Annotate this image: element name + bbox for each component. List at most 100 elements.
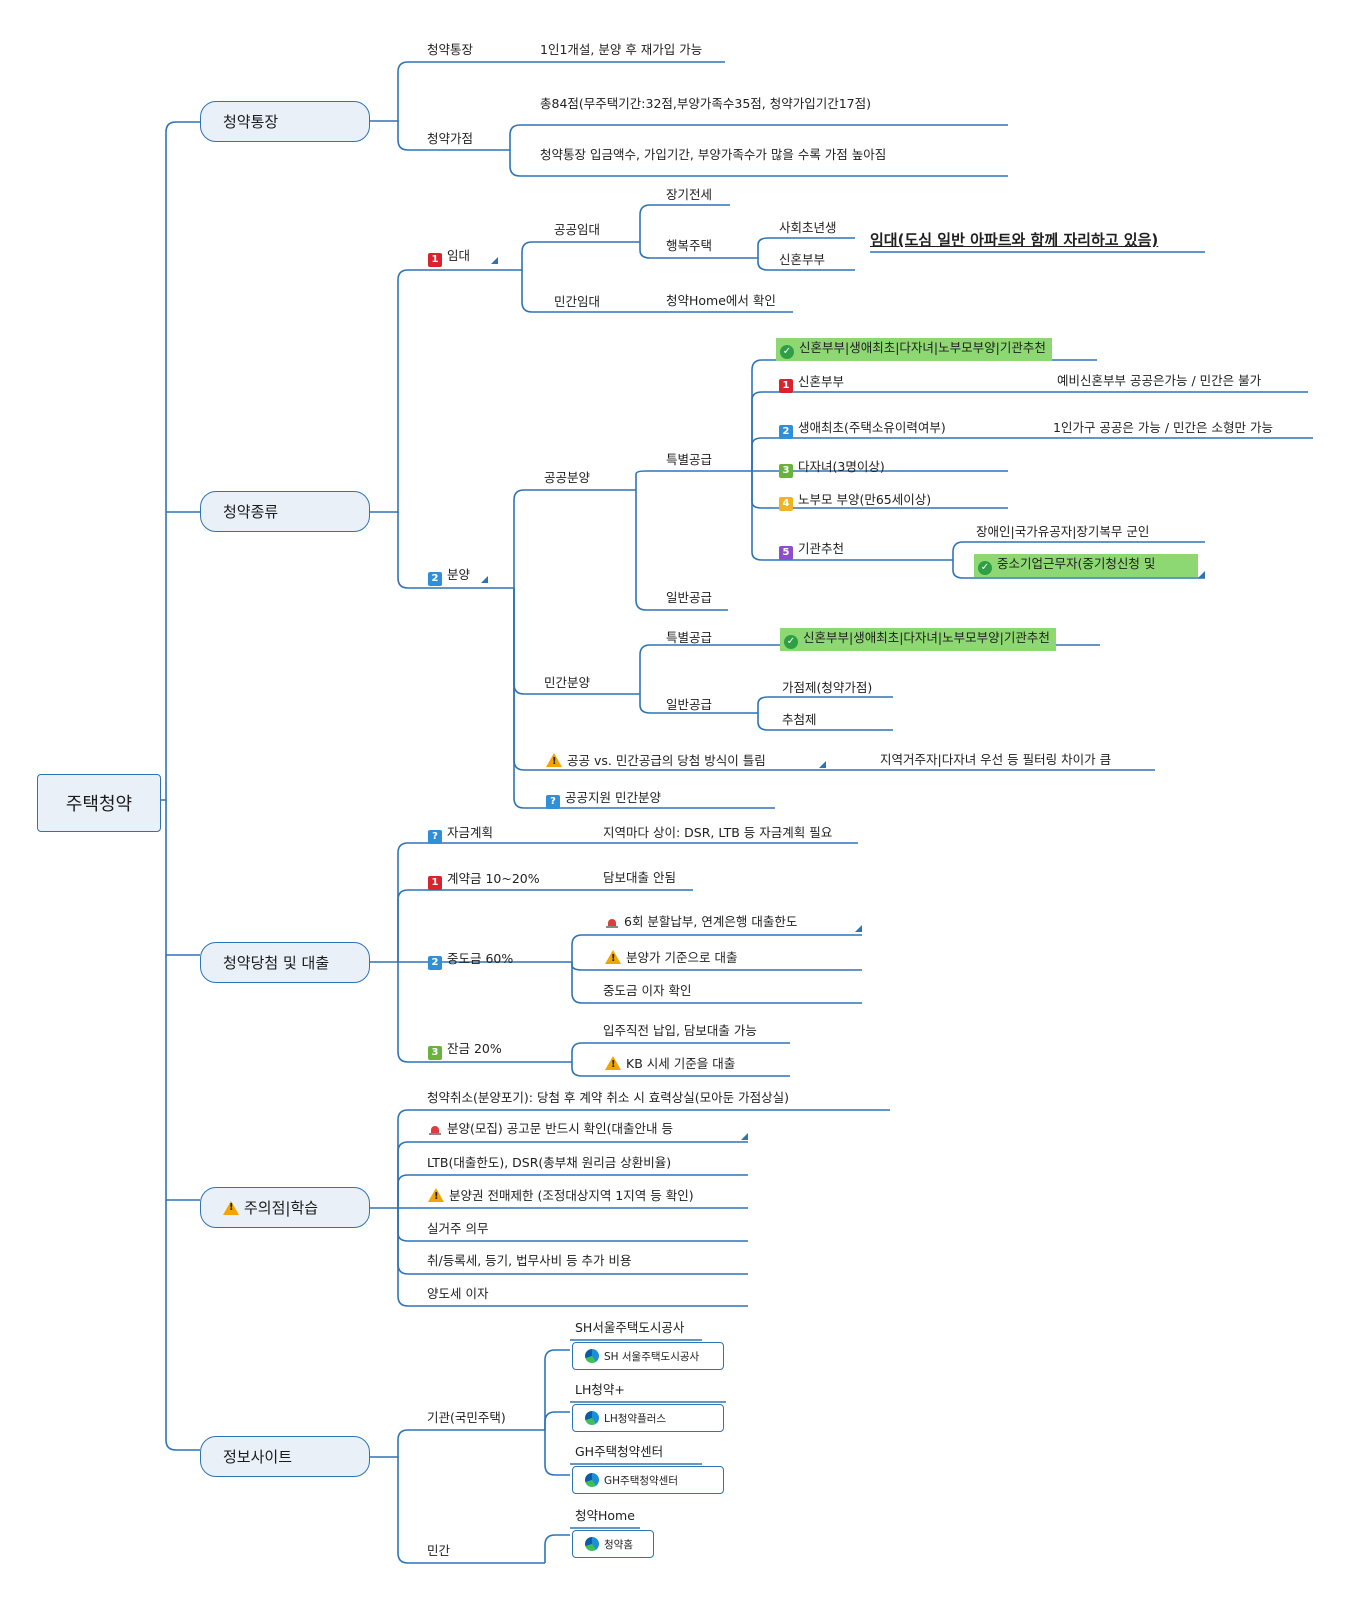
- caution-6[interactable]: 취/등록세, 등기, 법무사비 등 추가 비용: [427, 1253, 632, 1268]
- home-link-label: 청약홈: [604, 1538, 633, 1551]
- special-5-label: 기관추천: [798, 541, 845, 556]
- fold-marker[interactable]: [491, 257, 498, 264]
- fold-marker[interactable]: [1198, 571, 1205, 578]
- special-1-note[interactable]: 예비신혼부부 공공은가능 / 민간은 불가: [1057, 373, 1262, 388]
- special-tags[interactable]: ✓신혼부부|생애최초|다자녀|노부모부양|기관추천: [776, 338, 1052, 361]
- fold-marker[interactable]: [481, 576, 488, 583]
- special-2-note[interactable]: 1인가구 공공은 가능 / 민간은 소형만 가능: [1053, 420, 1274, 435]
- branch-label: 청약종류: [223, 503, 279, 521]
- caution-2-label: 분양(모집) 공고문 반드시 확인(대출안내 등: [447, 1121, 674, 1136]
- newlywed[interactable]: 신혼부부: [779, 252, 826, 267]
- priority-5-icon: 5: [779, 546, 793, 560]
- rent-note[interactable]: 임대(도심 일반 아파트와 함께 자리하고 있음): [870, 231, 1159, 249]
- balance-note-1[interactable]: 입주직전 납입, 담보대출 가능: [603, 1023, 757, 1038]
- sh-link[interactable]: SH 서울주택도시공사: [572, 1342, 724, 1370]
- branch-sites[interactable]: 정보사이트: [200, 1436, 370, 1477]
- private-topic[interactable]: 민간: [427, 1543, 451, 1558]
- sh-topic[interactable]: SH서울주택도시공사: [575, 1320, 685, 1335]
- happy-house[interactable]: 행복주택: [666, 238, 713, 253]
- fold-marker[interactable]: [855, 925, 862, 932]
- fold-marker[interactable]: [819, 761, 826, 768]
- middle-note-1[interactable]: 6회 분할납부, 연계은행 대출한도: [605, 914, 797, 930]
- caution-7[interactable]: 양도세 이자: [427, 1286, 489, 1301]
- general-supply[interactable]: 일반공급: [666, 590, 713, 605]
- score-note-1[interactable]: 총84점(무주택기간:32점,부양가족수35점, 청약가입기간17점): [540, 96, 872, 111]
- branch-label: 주의점|학습: [244, 1199, 319, 1217]
- branch-types[interactable]: 청약종류: [200, 491, 370, 532]
- priority-3-icon: 3: [428, 1046, 442, 1060]
- private-rent[interactable]: 민간임대: [554, 294, 601, 309]
- bankbook-note[interactable]: 1인1개설, 분양 후 재가입 가능: [540, 42, 703, 57]
- middle-note-3[interactable]: 중도금 이자 확인: [603, 983, 692, 998]
- caution-3[interactable]: LTB(대출한도), DSR(총부채 원리금 상환비율): [427, 1155, 672, 1170]
- private-special[interactable]: 특별공급: [666, 630, 713, 645]
- middle-note-1-label: 6회 분할납부, 연계은행 대출한도: [624, 914, 798, 929]
- special-5[interactable]: 5 기관추천: [779, 541, 844, 560]
- gh-link-label: GH주택청약센터: [604, 1474, 678, 1487]
- agency-topic[interactable]: 기관(국민주택): [427, 1410, 506, 1425]
- lh-link[interactable]: LH청약플러스: [572, 1404, 724, 1432]
- fold-marker[interactable]: [741, 1133, 748, 1140]
- home-link[interactable]: 청약홈: [572, 1530, 654, 1558]
- bankbook-topic[interactable]: 청약통장: [427, 42, 474, 57]
- diff-label: 공공 vs. 민간공급의 당첨 방식이 틀림: [567, 753, 766, 768]
- long-jeonse[interactable]: 장기전세: [666, 187, 713, 202]
- score-note-2[interactable]: 청약통장 입금액수, 가입기간, 부양가족수가 많을 수록 가점 높아짐: [540, 147, 887, 162]
- caution-4-label: 분양권 전매제한 (조정대상지역 1지역 등 확인): [449, 1188, 694, 1203]
- diff-note[interactable]: 지역거주자|다자녀 우선 등 필터링 차이가 큼: [880, 752, 1112, 767]
- lh-topic[interactable]: LH청약+: [575, 1382, 625, 1397]
- lottery[interactable]: 추첨제: [782, 712, 817, 727]
- home-topic[interactable]: 청약Home: [575, 1508, 635, 1523]
- gh-link[interactable]: GH주택청약센터: [572, 1466, 724, 1494]
- priority-1-icon: 1: [428, 876, 442, 890]
- siren-icon: [605, 916, 619, 928]
- diff[interactable]: 공공 vs. 민간공급의 당첨 방식이 틀림: [546, 753, 766, 770]
- private-general[interactable]: 일반공급: [666, 697, 713, 712]
- branch-loan[interactable]: 청약당첨 및 대출: [200, 942, 370, 983]
- browser-icon: [585, 1411, 599, 1425]
- public-support[interactable]: ?공공지원 민간분양: [546, 790, 661, 809]
- loan-plan-note[interactable]: 지역마다 상이: DSR, LTB 등 자금계획 필요: [603, 825, 833, 840]
- balance-note-2[interactable]: KB 시세 기준을 대출: [605, 1056, 735, 1073]
- special-supply[interactable]: 특별공급: [666, 452, 713, 467]
- public-sale[interactable]: 공공분양: [544, 470, 591, 485]
- deposit-note[interactable]: 담보대출 안됨: [603, 870, 676, 885]
- caution-1[interactable]: 청약취소(분양포기): 당첨 후 계약 취소 시 효력상실(모아둔 가점상실): [427, 1090, 790, 1105]
- loan-plan-label: 자금계획: [447, 825, 494, 840]
- youth[interactable]: 사회초년생: [779, 220, 837, 235]
- private-rent-note[interactable]: 청약Home에서 확인: [666, 293, 776, 308]
- priority-1-icon: 1: [779, 379, 793, 393]
- special-5-note-2[interactable]: ✓중소기업근무자(중기청신청 및: [974, 554, 1198, 577]
- private-special-tags[interactable]: ✓신혼부부|생애최초|다자녀|노부모부양|기관추천: [780, 628, 1056, 651]
- gh-topic[interactable]: GH주택청약센터: [575, 1444, 664, 1459]
- middle-note-2[interactable]: 분양가 기준으로 대출: [605, 950, 737, 967]
- loan-plan[interactable]: ?자금계획: [428, 825, 493, 844]
- caution-5[interactable]: 실거주 의무: [427, 1221, 489, 1236]
- score-system[interactable]: 가점제(청약가점): [782, 680, 873, 695]
- branch-bankbook[interactable]: 청약통장: [200, 101, 370, 142]
- balance-label: 잔금 20%: [447, 1041, 502, 1056]
- warning-icon: [605, 1056, 621, 1073]
- sh-link-label: SH 서울주택도시공사: [604, 1350, 700, 1363]
- special-4-label: 노부모 부양(만65세이상): [798, 492, 932, 507]
- warning-icon: [428, 1188, 444, 1205]
- root-node[interactable]: 주택청약: [37, 774, 161, 832]
- branch-caution[interactable]: 주의점|학습: [200, 1187, 370, 1228]
- special-5-note-1[interactable]: 장애인|국가유공자|장기복무 군인: [976, 524, 1150, 539]
- private-special-tags-label: 신혼부부|생애최초|다자녀|노부모부양|기관추천: [803, 630, 1050, 645]
- balance[interactable]: 3 잔금 20%: [428, 1041, 502, 1060]
- public-rent[interactable]: 공공임대: [554, 222, 601, 237]
- score-topic[interactable]: 청약가점: [427, 131, 474, 146]
- private-sale[interactable]: 민간분양: [544, 675, 591, 690]
- caution-4[interactable]: 분양권 전매제한 (조정대상지역 1지역 등 확인): [428, 1188, 694, 1205]
- caution-2[interactable]: 분양(모집) 공고문 반드시 확인(대출안내 등: [428, 1121, 673, 1137]
